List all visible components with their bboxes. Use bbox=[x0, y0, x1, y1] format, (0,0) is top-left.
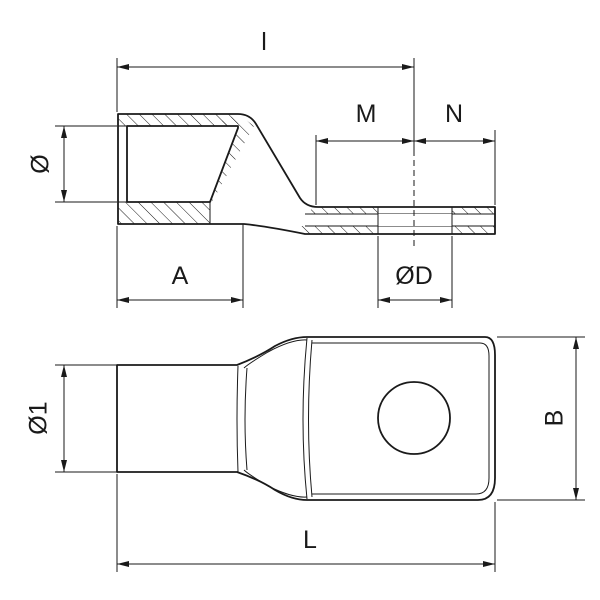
dimension-label-l-bottom: L bbox=[303, 526, 317, 554]
dimension-label-barrel-od: Ø1 bbox=[25, 401, 53, 434]
dimension-label-bore: Ø bbox=[27, 154, 55, 173]
dimension-m bbox=[315, 135, 414, 205]
palm-hole bbox=[377, 381, 451, 455]
dimension-barrel-od bbox=[55, 364, 117, 473]
plan-view bbox=[116, 336, 496, 501]
lug-plan-outline bbox=[116, 336, 496, 501]
dimension-label-m: M bbox=[356, 100, 377, 128]
dimension-b bbox=[497, 336, 585, 501]
dimension-label-a: A bbox=[172, 262, 189, 290]
side-section-view bbox=[117, 113, 496, 250]
dimension-label-l: l bbox=[261, 28, 267, 56]
lug-section-outline bbox=[117, 113, 496, 235]
dimension-label-n: N bbox=[445, 100, 463, 128]
dimension-n bbox=[414, 130, 496, 205]
dimension-hole bbox=[377, 236, 453, 308]
barrel-bore bbox=[126, 125, 239, 203]
dimension-label-b: B bbox=[541, 410, 569, 427]
dimension-l bbox=[116, 58, 415, 150]
dimension-a bbox=[116, 224, 244, 308]
dimension-label-hole: ØD bbox=[395, 262, 433, 290]
dimension-bore bbox=[55, 125, 117, 203]
dimension-l-bottom bbox=[116, 474, 496, 572]
